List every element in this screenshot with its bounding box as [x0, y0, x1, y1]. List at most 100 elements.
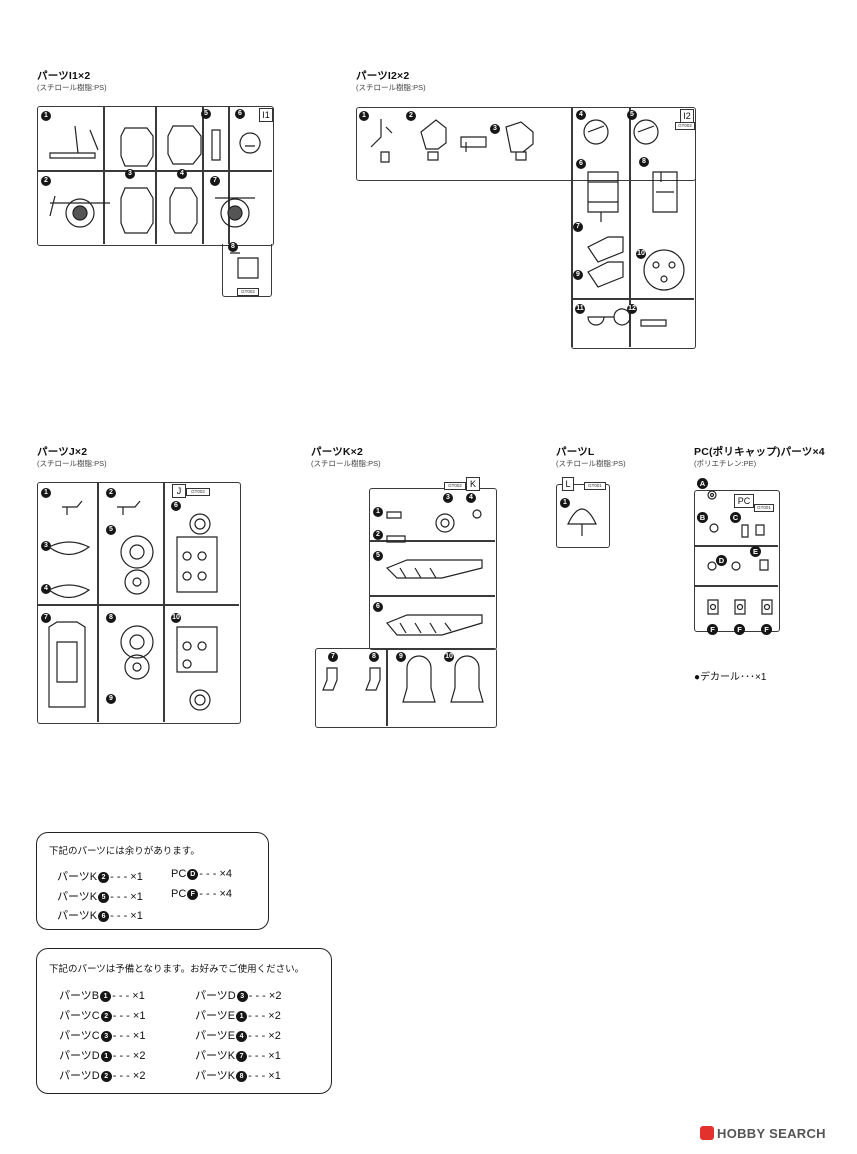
sprue-tag: I1	[259, 108, 273, 122]
part-number: 3	[443, 493, 453, 503]
part-letter: A	[697, 478, 708, 489]
sprue-code: GT002	[675, 122, 695, 130]
sprue-title: パーツI2×2	[356, 70, 410, 82]
number-badge: 3	[100, 1031, 112, 1042]
sprue-tag: K	[466, 477, 480, 491]
sprue-code: GT001	[584, 482, 606, 490]
part-letter: E	[750, 546, 761, 557]
number-badge: 2	[100, 1011, 112, 1022]
sprue-title: パーツI1×2	[37, 70, 91, 82]
part-number: 6	[171, 501, 181, 511]
sprue-code: GT002	[186, 488, 210, 496]
part-letter: F	[707, 624, 718, 635]
sprue-title: パーツJ×2	[37, 446, 88, 458]
part-number: 7	[210, 176, 220, 186]
part-letter: C	[730, 512, 741, 523]
sprue-material: (スチロール樹脂:PS)	[37, 83, 107, 92]
sprue-material: (スチロール樹脂:PS)	[356, 83, 426, 92]
sprue-material: (スチロール樹脂:PS)	[37, 459, 107, 468]
sprue-code: GT001	[754, 504, 774, 512]
part-letter: B	[697, 512, 708, 523]
sprue-parts-drawing	[707, 490, 773, 615]
sprue-code: GT002	[237, 288, 259, 296]
part-number: 4	[177, 169, 187, 179]
sprue-material: (スチロール樹脂:PS)	[311, 459, 381, 468]
sprue-parts-drawing	[370, 119, 685, 327]
sprue-title: PC(ポリキャップ)パーツ×4	[694, 446, 825, 458]
part-number: 7	[573, 222, 583, 232]
part-number: 6	[576, 159, 586, 169]
number-badge: 8	[236, 1071, 248, 1082]
part-number: 2	[41, 176, 51, 186]
part-number: 3	[490, 124, 500, 134]
part-number: 4	[41, 584, 51, 594]
sprue-material: (ポリエチレン:PE)	[694, 459, 757, 468]
part-number: 6	[235, 109, 245, 119]
part-number: 12	[627, 304, 637, 314]
part-number: 5	[201, 109, 211, 119]
part-number: 3	[41, 541, 51, 551]
number-badge: D	[187, 869, 199, 880]
part-number: 7	[328, 652, 338, 662]
part-number: 2	[106, 488, 116, 498]
sprue-parts-drawing	[48, 500, 218, 711]
sprue-tag: L	[562, 477, 574, 491]
part-number: 6	[373, 602, 383, 612]
part-number: 10	[444, 652, 454, 662]
part-number: 8	[228, 242, 238, 252]
part-number: 7	[41, 613, 51, 623]
part-number: 8	[106, 613, 116, 623]
number-badge: F	[187, 889, 199, 900]
part-number: 5	[106, 525, 116, 535]
number-badge: 1	[100, 1051, 112, 1062]
decal-note: ●デカール･･･×1	[694, 672, 767, 683]
part-number: 3	[125, 169, 135, 179]
part-number: 5	[627, 110, 637, 120]
hobby-search-logo-icon	[700, 1126, 714, 1140]
number-badge: 7	[236, 1051, 248, 1062]
number-badge: 4	[236, 1031, 248, 1042]
part-number: 1	[359, 111, 369, 121]
sprue-parts-drawing	[322, 509, 484, 703]
part-number: 9	[106, 694, 116, 704]
part-number: 9	[396, 652, 406, 662]
part-number: 5	[373, 551, 383, 561]
watermark-text: HOBBY SEARCH	[717, 1126, 826, 1141]
part-letter: F	[734, 624, 745, 635]
part-number: 4	[466, 493, 476, 503]
part-number: 1	[41, 111, 51, 121]
part-letter: F	[761, 624, 772, 635]
sprue-tag: PC	[734, 494, 754, 508]
part-number: 8	[639, 157, 649, 167]
number-badge: 6	[98, 911, 110, 922]
part-number: 10	[171, 613, 181, 623]
part-number: 1	[373, 507, 383, 517]
part-number: 1	[41, 488, 51, 498]
part-number: 2	[406, 111, 416, 121]
sprue-parts-drawing	[567, 508, 597, 536]
part-number: 8	[369, 652, 379, 662]
sprue-material: (スチロール樹脂:PS)	[556, 459, 626, 468]
number-badge: 3	[236, 991, 248, 1002]
sprue-title: パーツL	[556, 446, 595, 458]
part-number: 11	[575, 304, 585, 314]
sprue-code: GT002	[444, 482, 466, 490]
part-number: 4	[576, 110, 586, 120]
part-letter: D	[716, 555, 727, 566]
number-badge: 1	[100, 991, 112, 1002]
